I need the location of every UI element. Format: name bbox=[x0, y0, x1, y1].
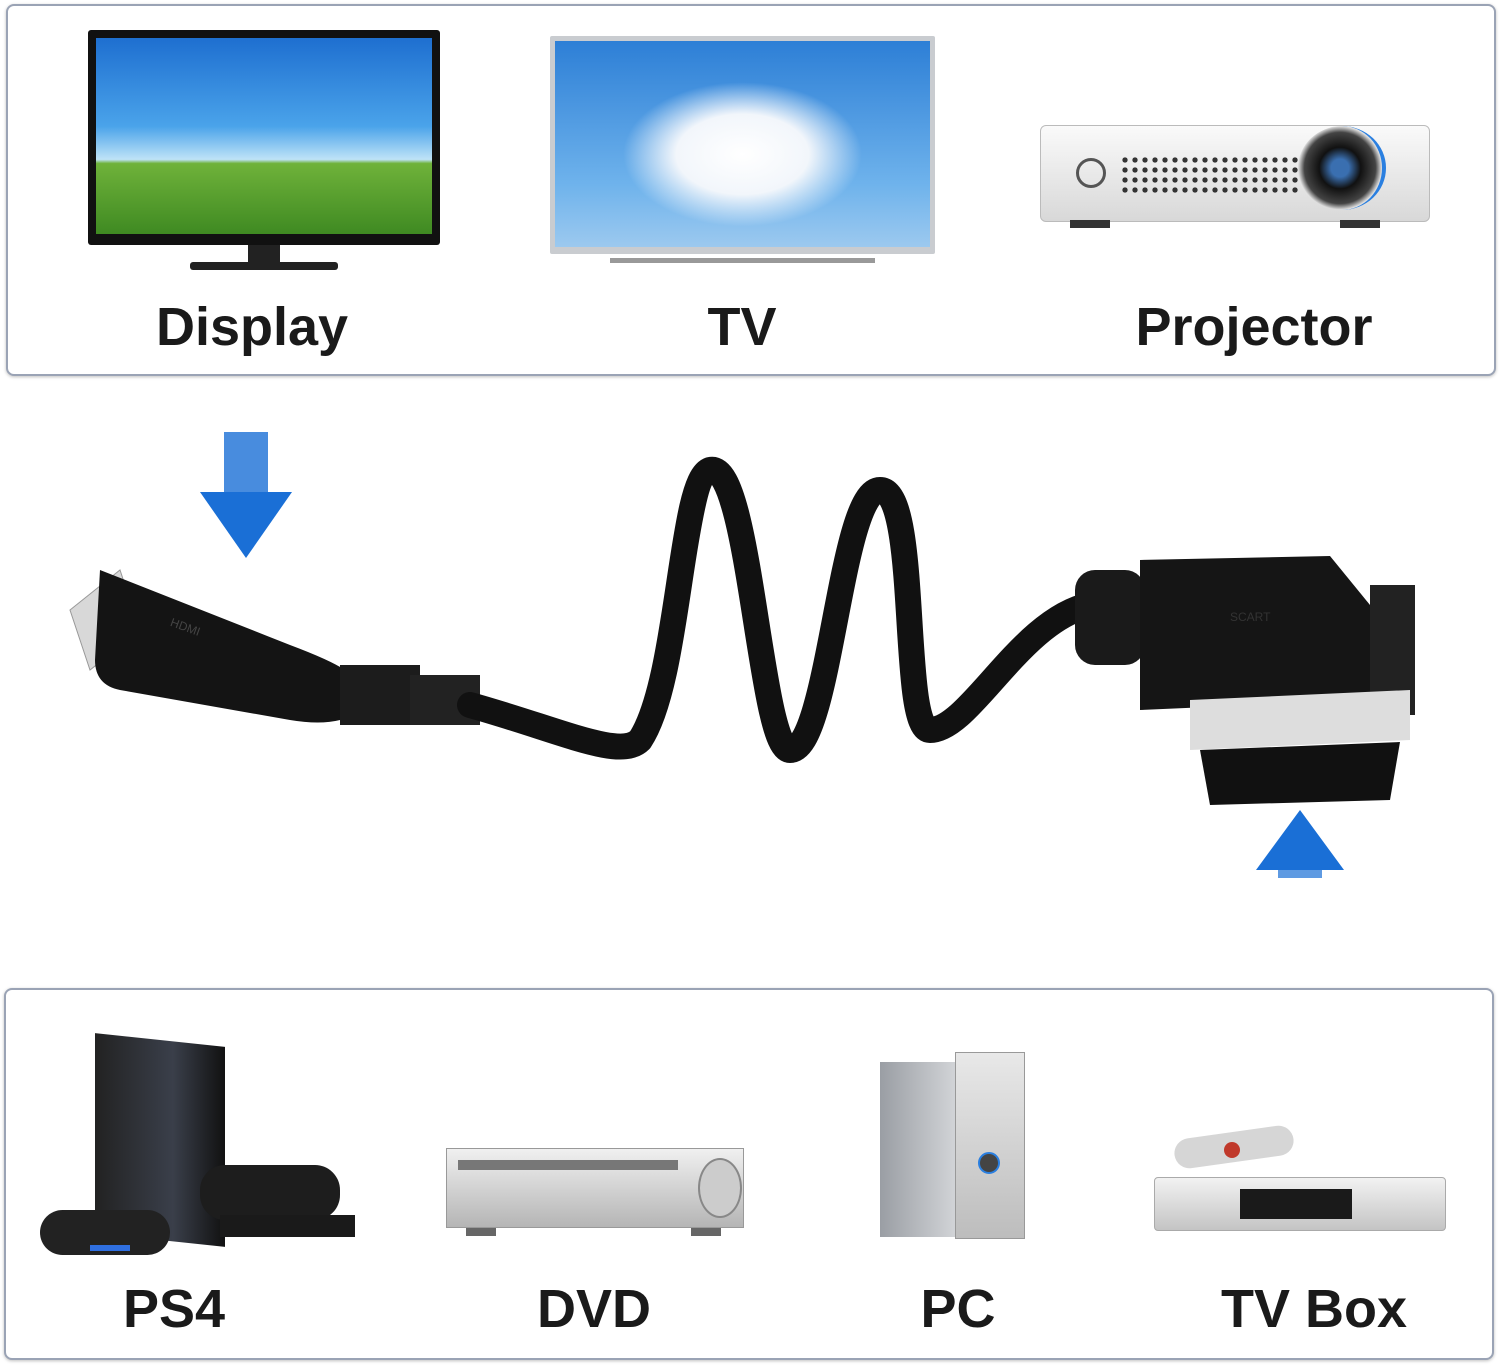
input-label-dvd: DVD bbox=[536, 1279, 651, 1339]
up-arrow-icon bbox=[1256, 810, 1344, 878]
tv-image bbox=[550, 36, 935, 268]
input-label-tv-box: TV Box bbox=[1220, 1279, 1408, 1339]
display-image bbox=[88, 30, 440, 270]
input-label-pc: PC bbox=[920, 1279, 996, 1339]
hdmi-to-scart-cable bbox=[69, 432, 1415, 878]
output-label-display: Display bbox=[155, 297, 349, 357]
scart-connector bbox=[1075, 556, 1415, 805]
input-label-ps4: PS4 bbox=[122, 1279, 226, 1339]
pc-image bbox=[880, 1052, 1025, 1242]
scart-connector-label: SCART bbox=[1230, 610, 1271, 624]
dvd-image bbox=[446, 1148, 744, 1236]
output-label-tv: TV bbox=[707, 297, 777, 357]
hdmi-connector bbox=[69, 569, 480, 725]
down-arrow-icon bbox=[200, 432, 292, 558]
projector-image bbox=[1040, 120, 1430, 230]
tv-box-image bbox=[1154, 1123, 1446, 1237]
output-label-projector: Projector bbox=[1135, 297, 1373, 357]
ps4-image bbox=[40, 1033, 360, 1260]
